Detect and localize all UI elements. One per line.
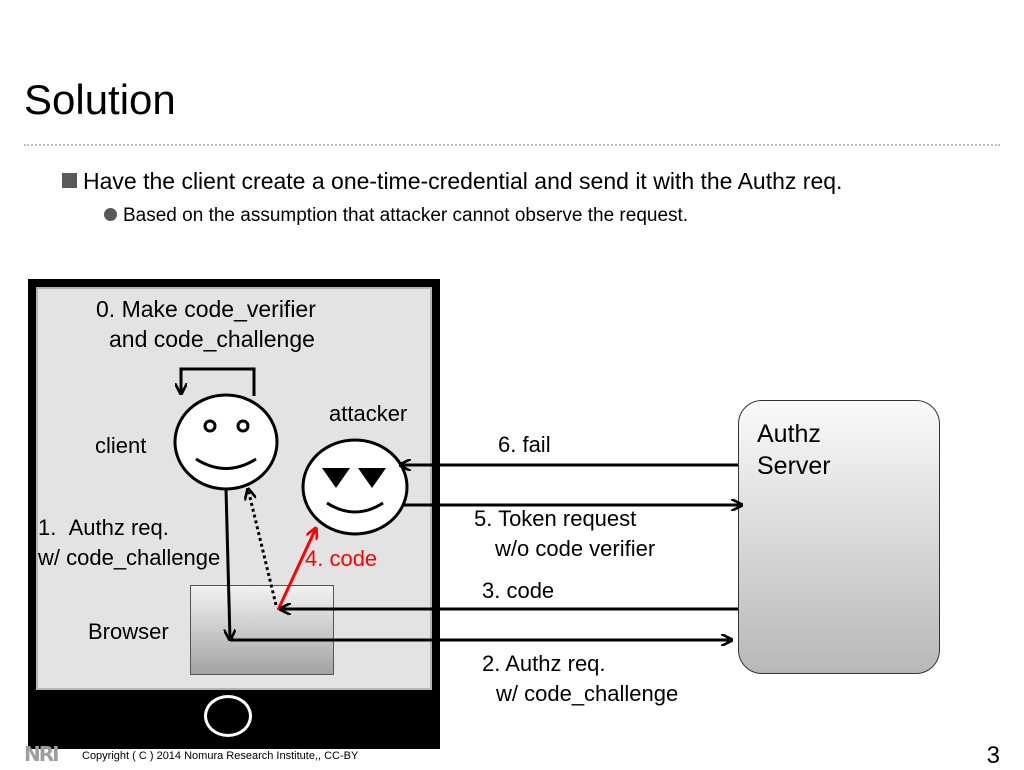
authz-server-box — [738, 400, 940, 674]
step0-line-1: 0. Make code_verifier — [96, 296, 316, 322]
round-bullet-icon — [104, 208, 117, 221]
authz-server-label: Authz Server — [757, 418, 831, 482]
browser-label: Browser — [88, 619, 169, 644]
title-divider — [24, 144, 1000, 146]
authz-server-line-1: Authz — [757, 420, 821, 448]
client-face-icon — [173, 393, 279, 491]
bullet-2-text: Based on the assumption that attacker ca… — [123, 205, 689, 226]
step4-red-arrow — [276, 528, 316, 611]
step0-self-loop-arrow — [181, 367, 256, 396]
step4-label: 4. code — [305, 546, 378, 571]
attacker-label: attacker — [329, 401, 408, 426]
bullet-1-text: Have the client create a one-time-creden… — [83, 168, 843, 194]
square-bullet-icon — [62, 173, 77, 188]
slide-title: Solution — [24, 76, 176, 123]
step3-label: 3. code — [482, 578, 555, 603]
bullet-level-1: Have the client create a one-time-creden… — [62, 166, 842, 196]
browser-to-client-dotted-arrow — [248, 489, 278, 606]
step1-arrow — [226, 488, 230, 640]
step1-line-1: 1. Authz req. — [38, 515, 169, 540]
step6-label: 6. fail — [498, 432, 551, 457]
step2-label: 2. Authz req. w/ code_challenge — [482, 649, 678, 709]
home-button-icon — [204, 695, 252, 737]
step5-line-1: 5. Token request — [474, 506, 637, 531]
step0-label: 0. Make code_verifier and code_challenge — [96, 294, 316, 354]
copyright-text: Copyright ( C ) 2014 Nomura Research Ins… — [82, 750, 359, 762]
step2-line-2: w/ code_challenge — [496, 681, 679, 706]
page-number: 3 — [986, 742, 1000, 769]
step5-line-2: w/o code verifier — [495, 536, 656, 561]
attacker-face-icon — [301, 438, 409, 536]
step1-label: 1. Authz req. w/ code_challenge — [38, 513, 220, 573]
step2-line-1: 2. Authz req. — [482, 651, 606, 676]
step1-line-2: w/ code_challenge — [38, 545, 221, 570]
bullet-level-2: Based on the assumption that attacker ca… — [104, 203, 688, 229]
browser-box — [190, 585, 334, 675]
nri-logo: NRI — [24, 742, 60, 766]
authz-server-line-2: Server — [757, 452, 831, 480]
client-label: client — [95, 433, 147, 458]
step5-label: 5. Token request w/o code verifier — [474, 504, 655, 564]
step0-line-2: and code_challenge — [109, 326, 315, 352]
